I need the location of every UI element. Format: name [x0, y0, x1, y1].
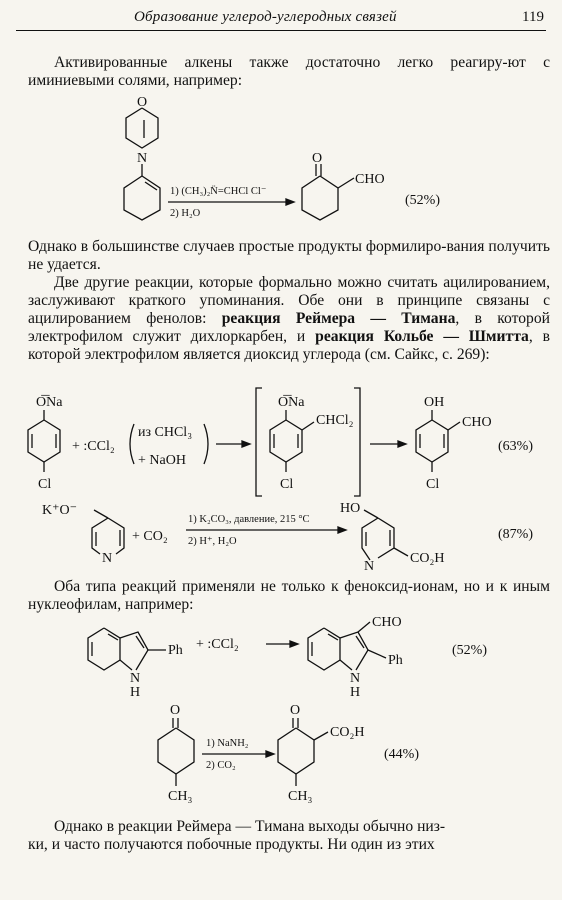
product-chlorine: Cl — [426, 477, 439, 492]
product-pyridine-ring — [361, 509, 409, 561]
arrow-3-head — [337, 526, 348, 534]
potassium-oxide: K⁺O⁻ — [42, 503, 77, 518]
ketone-oxygen: O — [170, 703, 180, 718]
phenoxide-ring — [27, 410, 61, 472]
indole-nitrogen: N — [130, 671, 140, 686]
scheme-indole-formylation: N H Ph + :CCl₂ CHO N H Ph (52%) — [87, 615, 487, 700]
carbon-dioxide: + CO₂ — [132, 529, 168, 544]
reagent-2: 2) H₂O — [170, 208, 201, 219]
pyridine-nitrogen-1: N — [102, 551, 112, 566]
product-indole-nitrogen: N — [350, 671, 360, 686]
reagent-nanh2: 1) NaNH₂ — [206, 738, 249, 749]
phenoxide-chlorine: Cl — [38, 477, 51, 492]
phenyl-2: Ph — [388, 653, 403, 668]
running-title: Образование углерод-углеродных связей — [134, 9, 397, 25]
intermediate-o-na: O͞Na — [278, 394, 305, 410]
arrow-4-head — [289, 640, 300, 648]
arrow-2-head — [397, 440, 408, 448]
condition-chcl3: из CHCl₃ — [138, 425, 192, 440]
paragraph-5-line-2: ки, и часто получаются побочные продукты… — [28, 836, 435, 853]
product-aldehyde: CHO — [462, 415, 492, 430]
arrow-head — [285, 198, 296, 206]
methyl-2: CH₃ — [288, 789, 312, 804]
product-oxygen: O — [312, 151, 322, 166]
bracket-left — [255, 387, 262, 497]
product-ring-2 — [277, 718, 329, 786]
phenyl-1: Ph — [168, 643, 183, 658]
yield-4: (52%) — [452, 643, 487, 658]
methyl-1: CH₃ — [168, 789, 192, 804]
pyridinol-ring — [91, 509, 125, 555]
phenoxide-o-na: O͞Na — [36, 394, 63, 410]
paragraph-1: Активированные алкены также достаточно л… — [28, 54, 550, 89]
cyclohexanone-ring — [157, 718, 195, 786]
morpholine-oxygen: O — [137, 95, 147, 110]
indole-reactant — [87, 627, 166, 671]
arrow-5-head — [265, 750, 276, 758]
dichlorocarbene-2: + :CCl₂ — [196, 637, 239, 652]
paragraph-3-part-c: , в которой электрофилом служит дихлорка… — [28, 310, 550, 345]
reagent-kolbe-1: 1) K₂CO₃, давление, 215 °C — [188, 514, 310, 525]
reimer-tiemann-term: реакция Реймера — Тимана — [221, 310, 456, 327]
intermediate-chcl2: CHCl₂ — [316, 413, 354, 428]
product-ring — [415, 410, 461, 472]
page-number: 119 — [522, 9, 544, 25]
paragraph-3-part-a: Две другие реакции, которые формально мо… — [28, 274, 550, 327]
indole-product — [307, 621, 387, 671]
product-ketone-oxygen: O — [290, 703, 300, 718]
reagent-kolbe-2: 2) H⁺, H₂O — [188, 536, 237, 547]
paragraph-3-part-e: , в которой электрофилом является диокси… — [28, 328, 550, 363]
paren-right — [203, 423, 209, 465]
paragraph-2: Однако в большинстве случаев простые про… — [28, 238, 550, 273]
product-hydroxyl: OH — [424, 395, 444, 410]
product-carboxyl: CO₂H — [410, 551, 444, 566]
scheme-reimer-tiemann: O͞Na Cl + :CCl₂ из CHCl₃ + NaOH O͞Na CHC… — [27, 387, 533, 497]
paragraph-4: Оба типа реакций применяли не только к ф… — [28, 578, 550, 613]
reagent-co2: 2) CO₂ — [206, 760, 236, 771]
product-aldehyde: CHO — [355, 172, 385, 187]
kolbe-schmitt-term: реакция Кольбе — Шмитта — [315, 328, 529, 345]
intermediate-chlorine: Cl — [280, 477, 293, 492]
intermediate-ring — [269, 410, 315, 472]
paragraph-5-line-1: Однако в реакции Реймера — Тимана выходы… — [54, 818, 446, 835]
pyridine-nitrogen-2: N — [364, 559, 374, 574]
cyclohexene-ring — [123, 175, 161, 221]
product-indole-hydrogen: H — [350, 685, 360, 700]
product-aldehyde-indole: CHO — [372, 615, 402, 630]
dichlorocarbene: + :CCl₂ — [72, 439, 115, 454]
morpholine-nitrogen: N — [137, 151, 147, 166]
arrow-1-head — [241, 440, 252, 448]
yield-2: (63%) — [498, 439, 533, 454]
product-cyclohexanone — [301, 164, 355, 221]
yield-3: (87%) — [498, 527, 533, 542]
scheme-enamine-formylation: O N 1) (CH₃)₂N̈=CHCl Cl⁻ 2) H₂O O CHO (5… — [123, 95, 440, 221]
scheme-kolbe-schmitt: K⁺O⁻ N + CO₂ 1) K₂CO₃, давление, 215 °C … — [42, 501, 533, 574]
bracket-right — [354, 387, 361, 497]
indole-hydrogen: H — [130, 685, 140, 700]
page-header: Образование углерод-углеродных связей 11… — [16, 6, 546, 31]
yield-1: (52%) — [405, 193, 440, 208]
scheme-carboxylation: O CH₃ 1) NaNH₂ 2) CO₂ O CO₂H CH₃ (44%) — [157, 703, 419, 804]
morpholine-ring — [125, 107, 159, 149]
paren-left — [129, 423, 135, 465]
reagent-1: 1) (CH₃)₂N̈=CHCl Cl⁻ — [170, 185, 266, 197]
yield-5: (44%) — [384, 747, 419, 762]
condition-naoh: + NaOH — [138, 453, 186, 468]
product-carboxyl-2: CO₂H — [330, 725, 364, 740]
product-hydroxy: HO — [340, 501, 360, 516]
paragraph-3: Две другие реакции, которые формально мо… — [28, 274, 550, 364]
